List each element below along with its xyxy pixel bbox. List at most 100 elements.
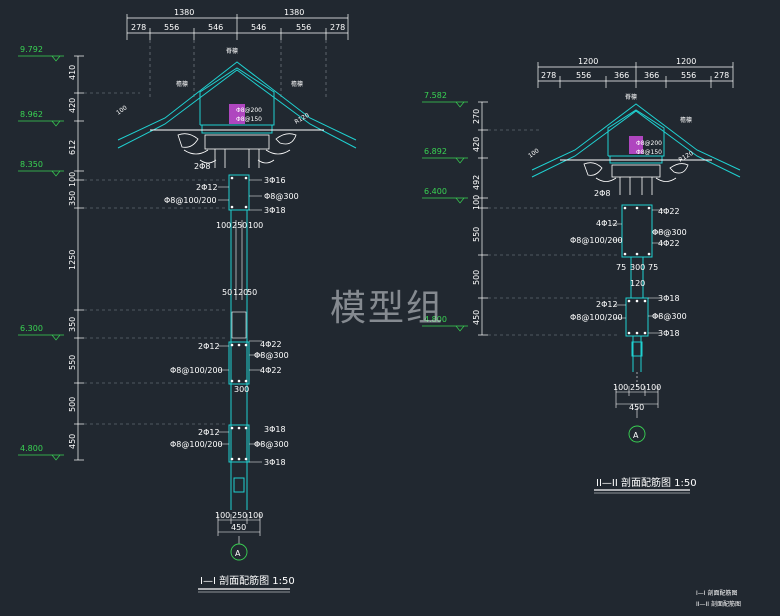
section-1-elevation-lines bbox=[18, 55, 64, 461]
roof-annotation: 2Φ8 bbox=[594, 189, 610, 198]
rebar-label: 3Φ18 bbox=[264, 458, 286, 467]
bottom-dim: 100 bbox=[248, 511, 263, 520]
mid-dim: 300 bbox=[630, 263, 645, 272]
ridge-purlin bbox=[629, 136, 643, 154]
section-2-title: II—II 剖面配筋图 1:50 bbox=[596, 476, 697, 489]
vdim-label: 550 bbox=[68, 355, 77, 370]
axis-label: A bbox=[235, 549, 241, 558]
roof-annotation: Φ8@200 bbox=[236, 107, 262, 114]
rebar-label: 2Φ12 bbox=[596, 300, 618, 309]
bottom-dim: 100 bbox=[613, 383, 628, 392]
vdim-label: 492 bbox=[472, 175, 481, 190]
elevation-label: 7.582 bbox=[424, 91, 447, 100]
section-1-leaders bbox=[218, 179, 262, 463]
mid-dim: 300 bbox=[234, 385, 249, 394]
bottom-dim: 100 bbox=[646, 383, 661, 392]
rebar-label: Φ8@100/200 bbox=[570, 236, 623, 245]
rebar-label: 3Φ18 bbox=[264, 206, 286, 215]
mid-dim: 75 bbox=[648, 263, 658, 272]
dim-part: 366 bbox=[614, 71, 629, 80]
dim-total: 1200 bbox=[676, 57, 696, 66]
dim-part: 556 bbox=[296, 23, 311, 32]
mid-dim: 75 bbox=[616, 263, 626, 272]
mid-dim: 120 bbox=[630, 279, 645, 288]
roof-label: 檐檩 bbox=[291, 80, 303, 88]
vdim-label: 500 bbox=[68, 397, 77, 412]
legend-item: I—I 剖面配筋图 bbox=[696, 589, 737, 597]
rebar-label: 2Φ12 bbox=[198, 342, 220, 351]
vdim-label: 500 bbox=[472, 270, 481, 285]
vdim-label: 612 bbox=[68, 140, 77, 155]
rebar-label: Φ8@300 bbox=[254, 440, 289, 449]
roof-label: 脊檩 bbox=[226, 47, 238, 55]
dim-part: 546 bbox=[208, 23, 223, 32]
section-2-top-dimensions bbox=[537, 62, 734, 88]
mid-dim: 50 bbox=[247, 288, 257, 297]
vdim-label: 420 bbox=[472, 137, 481, 152]
roof-label: 檐檩 bbox=[680, 116, 692, 124]
section-1-vertical-dimensions bbox=[74, 55, 84, 461]
rebar-label: 3Φ18 bbox=[264, 425, 286, 434]
roof-label: 脊檩 bbox=[625, 93, 637, 101]
rebar-label: Φ8@300 bbox=[254, 351, 289, 360]
rebar-label: 3Φ18 bbox=[658, 329, 680, 338]
section-2-elevation-lines bbox=[422, 101, 468, 332]
dim-part: 278 bbox=[330, 23, 345, 32]
mid-dim: 50 bbox=[222, 288, 232, 297]
bottom-dim: 450 bbox=[629, 403, 644, 412]
dim-part: 556 bbox=[164, 23, 179, 32]
section-2-leaders bbox=[612, 209, 664, 334]
axis-bubble bbox=[230, 543, 248, 561]
mid-dim: 100 bbox=[216, 221, 231, 230]
legend: I—I 剖面配筋图 II—II 剖面配筋图 bbox=[696, 589, 741, 608]
vdim-label: 100 bbox=[472, 195, 481, 210]
rebar-label: Φ8@100/200 bbox=[170, 366, 223, 375]
vdim-label: 550 bbox=[472, 227, 481, 242]
section-2-rebar bbox=[623, 206, 651, 335]
watermark: 模型组 bbox=[330, 288, 444, 329]
rebar-label: Φ8@300 bbox=[264, 192, 299, 201]
rebar-label: 2Φ12 bbox=[196, 183, 218, 192]
roof-annotation: R120 bbox=[678, 150, 695, 164]
mid-dim: 100 bbox=[248, 221, 263, 230]
section-2-roof-brackets bbox=[583, 162, 689, 195]
section-2: 1200 1200 278 556 366 366 556 278 7.582 … bbox=[422, 57, 741, 494]
bottom-dim: 100 bbox=[215, 511, 230, 520]
rebar-label: Φ8@100/200 bbox=[170, 440, 223, 449]
mid-dim: 120 bbox=[233, 288, 248, 297]
section-1: 1380 1380 278 556 546 546 556 278 9.792 … bbox=[18, 8, 357, 593]
section-1-roof bbox=[117, 61, 357, 149]
roof-annotation: 2Φ8 bbox=[194, 162, 210, 171]
dim-part: 278 bbox=[131, 23, 146, 32]
dim-part: 366 bbox=[644, 71, 659, 80]
rebar-label: 4Φ22 bbox=[658, 239, 680, 248]
rebar-label: 2Φ12 bbox=[198, 428, 220, 437]
rebar-label: 4Φ22 bbox=[658, 207, 680, 216]
vdim-label: 410 bbox=[68, 65, 77, 80]
dim-part: 546 bbox=[251, 23, 266, 32]
bottom-dim: 250 bbox=[232, 511, 247, 520]
rebar-label: Φ8@300 bbox=[652, 228, 687, 237]
elevation-label: 6.892 bbox=[424, 147, 447, 156]
dim-total: 1380 bbox=[174, 8, 194, 17]
roof-annotation: Φ8@150 bbox=[636, 149, 662, 156]
section-2-roof bbox=[531, 103, 741, 178]
bottom-dim: 450 bbox=[231, 523, 246, 532]
rebar-label: 4Φ12 bbox=[596, 219, 618, 228]
rebar-label: Φ8@100/200 bbox=[570, 313, 623, 322]
section-2-bottom-dim-lines bbox=[615, 372, 659, 408]
bottom-dim: 250 bbox=[630, 383, 645, 392]
rebar-label: Φ8@100/200 bbox=[164, 196, 217, 205]
elevation-label: 4.800 bbox=[424, 315, 447, 324]
elevation-label: 9.792 bbox=[20, 45, 43, 54]
elevation-label: 8.350 bbox=[20, 160, 43, 169]
elevation-label: 6.400 bbox=[424, 187, 447, 196]
vdim-label: 270 bbox=[472, 109, 481, 124]
ridge-purlin bbox=[229, 104, 245, 124]
section-1-column bbox=[228, 174, 250, 510]
vdim-label: 450 bbox=[68, 434, 77, 449]
roof-annotation: 100 bbox=[527, 147, 541, 159]
elevation-label: 6.300 bbox=[20, 324, 43, 333]
section-1-title: I—I 剖面配筋图 1:50 bbox=[200, 574, 295, 587]
